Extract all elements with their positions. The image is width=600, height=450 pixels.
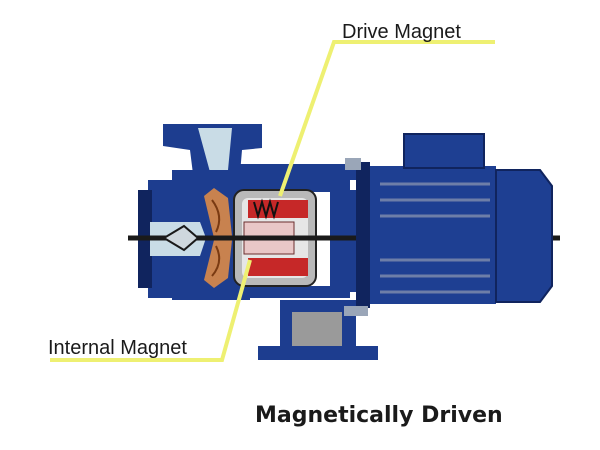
- internal-magnet-leader: [50, 259, 252, 362]
- impeller: [204, 188, 232, 288]
- internal-magnet: [243, 221, 295, 255]
- support-foot: [258, 300, 378, 360]
- drive-magnet-leader: [278, 40, 495, 197]
- shaft-tip: [162, 224, 200, 252]
- drive-magnet: [248, 198, 308, 276]
- motor: [345, 133, 553, 308]
- internal-magnet-label: Internal Magnet: [48, 337, 187, 359]
- diagram-caption: Magnetically Driven: [255, 403, 503, 428]
- drive-magnet-label: Drive Magnet: [342, 21, 461, 43]
